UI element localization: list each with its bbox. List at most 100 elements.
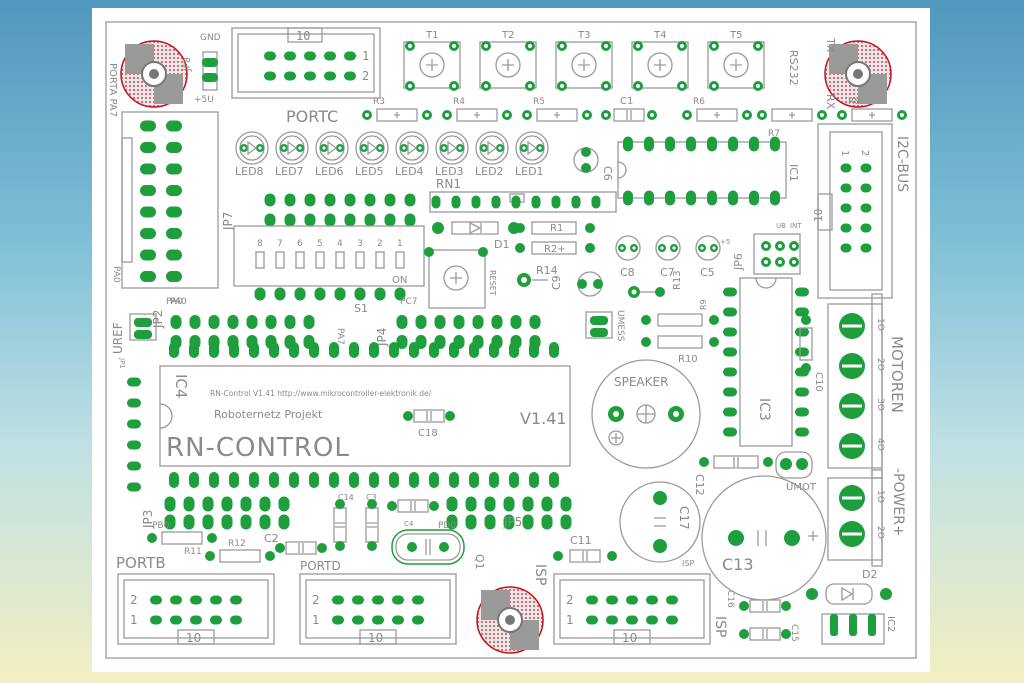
porta-pin <box>166 185 182 196</box>
motor-terminal-number: 4O <box>875 438 885 451</box>
ic4-pins <box>169 342 559 488</box>
r2-label: R2+ <box>544 244 566 255</box>
porta-pin <box>140 271 156 282</box>
jp2-pin <box>284 315 296 329</box>
jp4-pin <box>396 315 408 329</box>
ic4-pin <box>429 342 439 358</box>
ic4-pin <box>409 342 419 358</box>
led-label: LED7 <box>275 165 304 178</box>
jp4-row <box>396 315 541 349</box>
jp5-pin <box>446 496 458 512</box>
ic3-pins <box>723 287 809 437</box>
led-label: LED1 <box>515 165 544 178</box>
jp7-pin <box>384 213 396 227</box>
tactile-switch <box>707 41 765 89</box>
switch-pad <box>449 41 459 51</box>
i2c-pin <box>860 223 872 233</box>
ic3-pin <box>795 347 809 357</box>
ic4-pin <box>489 342 499 358</box>
jp5-pin <box>560 514 572 530</box>
jp1-pin <box>127 440 141 450</box>
rn1-pin <box>531 195 541 209</box>
ic4-pin <box>409 472 419 488</box>
c18-capacitor <box>403 409 455 423</box>
rn1-pin <box>451 195 461 209</box>
c11-capacitor <box>553 549 617 563</box>
ic1-pins <box>623 136 780 206</box>
ic3-pin <box>723 407 737 417</box>
c9-label: C9 <box>550 275 563 290</box>
ic4-pin <box>489 472 499 488</box>
jp7-pin <box>364 213 376 227</box>
portc-pin <box>284 71 296 81</box>
c17-capacitor <box>619 481 701 563</box>
dip-number: 5 <box>317 239 323 249</box>
jp3-pin <box>202 514 214 530</box>
jp5-pin <box>503 496 515 512</box>
header-pin <box>210 595 222 605</box>
header-pin <box>352 595 364 605</box>
i2c-pin <box>840 223 852 233</box>
r11-resistor <box>147 531 217 545</box>
i2c-two: 2 <box>859 150 870 156</box>
uref-jumper <box>129 313 157 341</box>
header-pin <box>170 615 182 625</box>
ic4-pin <box>189 342 199 358</box>
r10-label: R10 <box>678 354 698 365</box>
speaker <box>591 359 701 469</box>
ic1-pin <box>770 136 780 152</box>
header-pin <box>646 595 658 605</box>
ic1-pin <box>728 190 738 206</box>
porta-pin <box>166 120 182 132</box>
pc7-label: PC7 <box>400 297 417 307</box>
jp5-pin <box>522 514 534 530</box>
ic4-pin <box>229 472 239 488</box>
porta-header <box>121 111 219 289</box>
portc-label: PORTC <box>286 107 338 126</box>
ic1-pin <box>665 136 675 152</box>
jp4-pin <box>396 335 408 349</box>
header-two: 2 <box>130 593 138 607</box>
jp3-pin <box>221 514 233 530</box>
c13-label: C13 <box>722 555 754 574</box>
jp7-pin <box>324 213 336 227</box>
pa7-label: PA7 <box>335 328 345 345</box>
dip-slot <box>255 251 265 269</box>
ic4-pin <box>189 472 199 488</box>
jp6-pin <box>775 241 785 251</box>
isp-small-label: ISP <box>682 559 694 568</box>
pa0-label-left: PA0 <box>111 266 121 283</box>
ic4-pin <box>309 342 319 358</box>
led-outline <box>355 131 389 165</box>
ic4-pin <box>229 342 239 358</box>
resistor-body <box>536 108 578 122</box>
ic1-pin <box>686 190 696 206</box>
header-pin <box>392 615 404 625</box>
rs232-label: RS232 <box>787 50 800 86</box>
dip-slot <box>395 251 405 269</box>
header-two: 2 <box>312 593 320 607</box>
resistor-label: R4 <box>453 97 465 107</box>
header-pin <box>666 595 678 605</box>
led-label: LED6 <box>315 165 344 178</box>
umot-jumper <box>775 451 813 479</box>
ic1-chip <box>617 141 787 199</box>
i2c-pin <box>860 203 872 213</box>
c10-capacitor <box>799 315 813 373</box>
ic3-pin <box>723 287 737 297</box>
switch-pad <box>481 81 491 91</box>
led-pad <box>520 144 528 152</box>
i2c-pin <box>840 183 852 193</box>
header-pin <box>372 595 384 605</box>
jp3-pin <box>202 496 214 512</box>
gnd-label: GND <box>200 33 221 43</box>
jp4-pin <box>510 315 522 329</box>
board-title: RN-CONTROL <box>166 433 350 463</box>
c10-label: C10 <box>813 372 824 392</box>
rn1-pin <box>511 195 521 209</box>
jp1-column <box>127 377 141 492</box>
